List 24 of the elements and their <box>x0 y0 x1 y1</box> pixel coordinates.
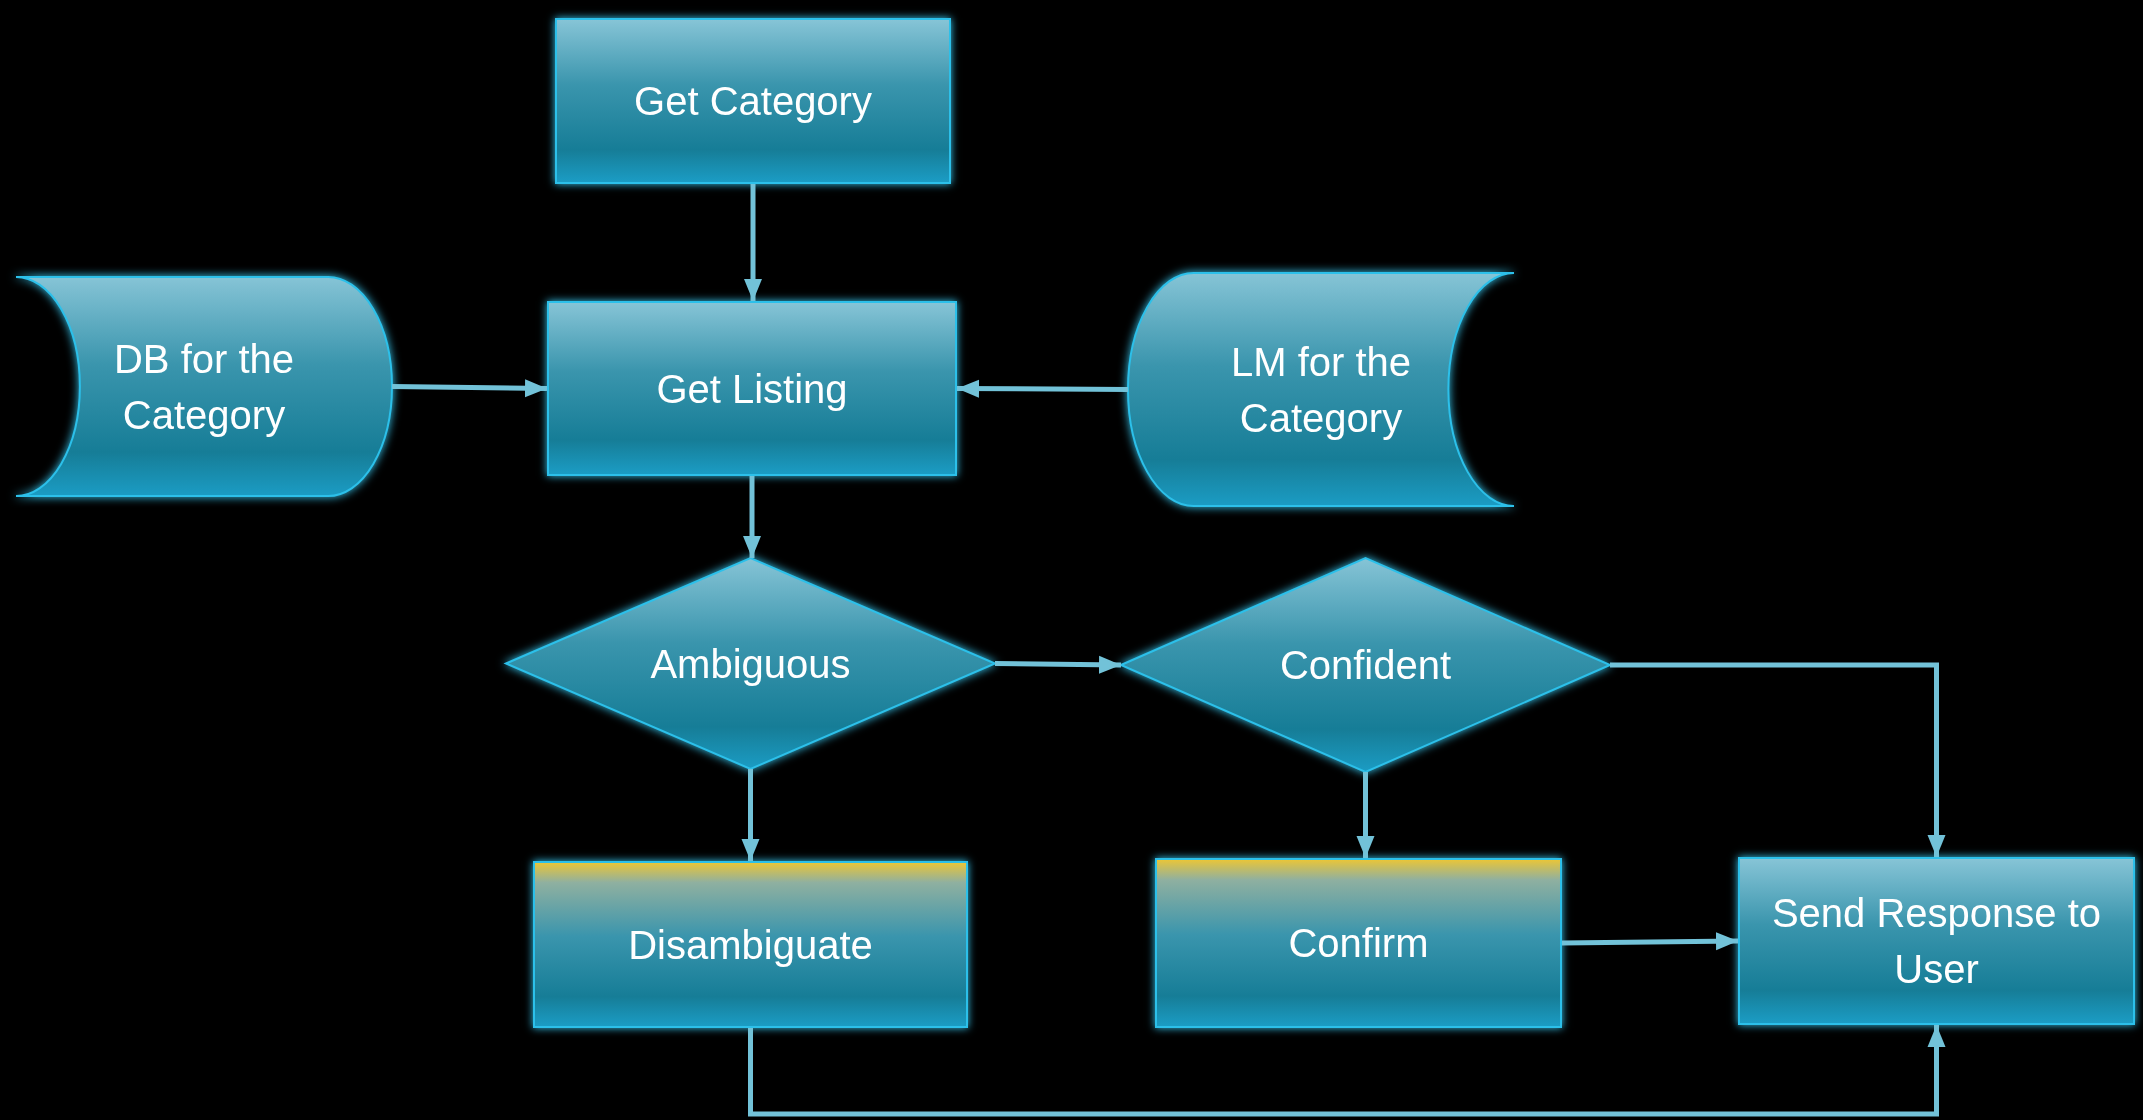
node-label: Disambiguate <box>628 921 873 969</box>
arrow <box>748 1025 1946 1117</box>
node-label: Ambiguous <box>650 640 851 688</box>
process-box <box>533 861 968 1028</box>
node-label: Confirm <box>1288 920 1429 967</box>
process-box <box>1155 858 1562 1028</box>
node-label: LM for the Category <box>1229 338 1413 442</box>
process-box <box>547 301 957 476</box>
arrow <box>994 655 1122 674</box>
process-box <box>1738 857 2135 1025</box>
node-label: Send Response to User <box>1770 890 2103 993</box>
node-label: Get Listing <box>656 365 848 413</box>
node-label: DB for the Category <box>112 335 296 439</box>
arrow <box>1561 932 1739 951</box>
arrow <box>743 476 761 558</box>
node-label: Confident <box>1279 642 1452 689</box>
arrow <box>744 184 762 301</box>
arrow <box>957 379 1128 398</box>
process-box <box>555 18 951 184</box>
node-label: Get Category <box>634 78 872 125</box>
arrow <box>1356 772 1375 858</box>
arrow <box>391 379 548 398</box>
arrow <box>1610 662 1946 857</box>
arrow <box>741 769 760 861</box>
